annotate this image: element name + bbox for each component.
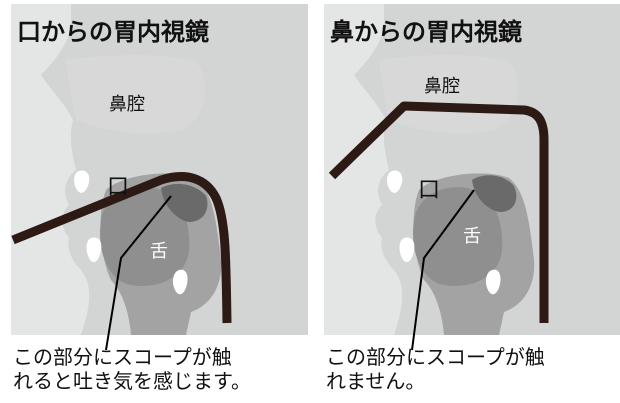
caption: この部分にスコープが触 れると吐き気を感じます。 xyxy=(13,345,251,393)
lower-tooth xyxy=(399,237,415,263)
label-mouth: 口 xyxy=(107,175,130,200)
endoscope xyxy=(328,101,549,323)
gag-reflex-area xyxy=(161,183,208,222)
oral-endoscopy-illustration xyxy=(11,4,308,351)
caption-line-1: この部分にスコープが触 xyxy=(13,345,232,369)
nasal-cavity xyxy=(379,55,518,134)
pointer-line xyxy=(411,189,475,351)
panel-title: 鼻からの胃内視鏡 xyxy=(330,18,522,46)
label-tongue: 舌 xyxy=(150,241,168,262)
panel-title: 口からの胃内視鏡 xyxy=(17,18,209,46)
label-nasal-cavity: 鼻腔 xyxy=(109,94,145,115)
label-tongue: 舌 xyxy=(463,226,481,247)
upper-tooth xyxy=(74,170,90,193)
nasal-cavity xyxy=(66,55,205,134)
caption-line-2: れると吐き気を感じます。 xyxy=(13,369,251,393)
oral-endoscopy-panel: 口からの胃内視鏡 鼻腔 口 舌 この部分にスコープが触 れると吐き気を感じます。 xyxy=(11,0,308,403)
endoscope xyxy=(11,172,232,324)
caption-line-2: れません。 xyxy=(326,369,426,393)
throat-tooth xyxy=(172,269,188,295)
pointer-line xyxy=(105,195,172,351)
label-nasal-cavity: 鼻腔 xyxy=(424,76,460,97)
nasal-endoscopy-illustration xyxy=(328,4,620,351)
caption: この部分にスコープが触 れません。 xyxy=(326,345,545,393)
nasal-endoscopy-panel: 鼻からの胃内視鏡 鼻腔 口 舌 この部分にスコープが触 れません。 xyxy=(324,0,620,403)
tongue xyxy=(413,187,503,286)
caption-line-1: この部分にスコープが触 xyxy=(326,345,545,369)
gag-reflex-area xyxy=(472,175,517,212)
throat-tooth xyxy=(485,269,501,295)
label-mouth: 口 xyxy=(418,178,441,203)
tongue xyxy=(100,187,190,286)
lower-tooth xyxy=(86,237,102,263)
upper-tooth xyxy=(387,170,403,193)
